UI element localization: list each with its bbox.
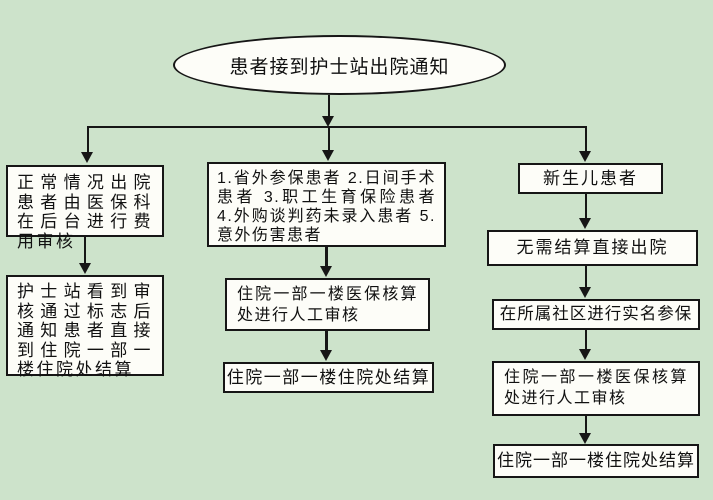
node-label: 住院一部一楼医保核算处进行人工审核 bbox=[237, 286, 418, 324]
connector-right-1-2 bbox=[584, 194, 587, 219]
node-no-settlement-direct-discharge: 无需结算直接出院 bbox=[487, 230, 698, 266]
node-label: 住院一部一楼医保核算处进行人工审核 bbox=[504, 369, 688, 407]
start-node-discharge-notice: 患者接到护士站出院通知 bbox=[173, 35, 506, 95]
arrowhead-right-4-5 bbox=[579, 433, 592, 444]
connector-left-drop bbox=[86, 125, 89, 153]
connector-middle-2-3 bbox=[325, 331, 328, 352]
node-special-patient-categories: 1.省外参保患者 2.日间手术患者 3.职工生育保险患者 4.外购谈判药未录入患… bbox=[207, 162, 446, 247]
node-label: 正常情况出院患者由医保科在后台进行费用审核 bbox=[17, 173, 153, 251]
node-newborn-patients: 新生儿患者 bbox=[518, 163, 663, 194]
connector-right-4-5 bbox=[584, 416, 587, 434]
node-label: 住院一部一楼住院处结算 bbox=[497, 451, 695, 471]
arrowhead-right-3-4 bbox=[579, 349, 592, 360]
node-label: 新生儿患者 bbox=[543, 168, 638, 188]
node-label: 住院一部一楼住院处结算 bbox=[226, 367, 431, 387]
start-node-label: 患者接到护士站出院通知 bbox=[229, 56, 450, 78]
node-community-real-name-enrollment: 在所属社区进行实名参保 bbox=[492, 299, 700, 330]
arrowhead-right-1-2 bbox=[579, 218, 592, 229]
node-medical-insurance-manual-review-middle: 住院一部一楼医保核算处进行人工审核 bbox=[225, 278, 430, 331]
arrowhead-middle-1-2 bbox=[319, 266, 332, 277]
node-label: 护士站看到审核通过标志后通知患者直接到住院一部一楼住院处结算 bbox=[17, 282, 153, 379]
arrowhead-right-drop bbox=[579, 151, 592, 162]
node-inpatient-settlement-right: 住院一部一楼住院处结算 bbox=[493, 444, 699, 478]
node-normal-discharge-backend-review: 正常情况出院患者由医保科在后台进行费用审核 bbox=[6, 165, 164, 251]
arrowhead-middle-drop bbox=[322, 150, 334, 161]
arrowhead-left-1-2 bbox=[78, 263, 91, 274]
arrowhead-middle-2-3 bbox=[319, 350, 332, 361]
connector-branch-bar bbox=[86, 125, 587, 128]
node-label: 1.省外参保患者 2.日间手术患者 3.职工生育保险患者 4.外购谈判药未录入患… bbox=[217, 170, 436, 244]
arrowhead-start-down bbox=[322, 116, 334, 127]
node-label: 无需结算直接出院 bbox=[516, 238, 669, 258]
connector-start-down bbox=[327, 95, 330, 117]
arrowhead-left-drop bbox=[81, 152, 94, 163]
connector-right-3-4 bbox=[584, 330, 587, 350]
connector-middle-1-2 bbox=[325, 247, 328, 267]
arrowhead-right-2-3 bbox=[579, 287, 592, 298]
connector-right-drop bbox=[584, 125, 587, 152]
node-medical-insurance-manual-review-right: 住院一部一楼医保核算处进行人工审核 bbox=[492, 361, 700, 416]
connector-right-2-3 bbox=[584, 266, 587, 288]
connector-left-1-2 bbox=[83, 237, 87, 264]
node-inpatient-settlement-middle: 住院一部一楼住院处结算 bbox=[223, 362, 434, 393]
node-label: 在所属社区进行实名参保 bbox=[499, 304, 693, 323]
connector-middle-drop bbox=[327, 128, 330, 150]
node-nurse-station-notify-settlement: 护士站看到审核通过标志后通知患者直接到住院一部一楼住院处结算 bbox=[6, 275, 164, 379]
